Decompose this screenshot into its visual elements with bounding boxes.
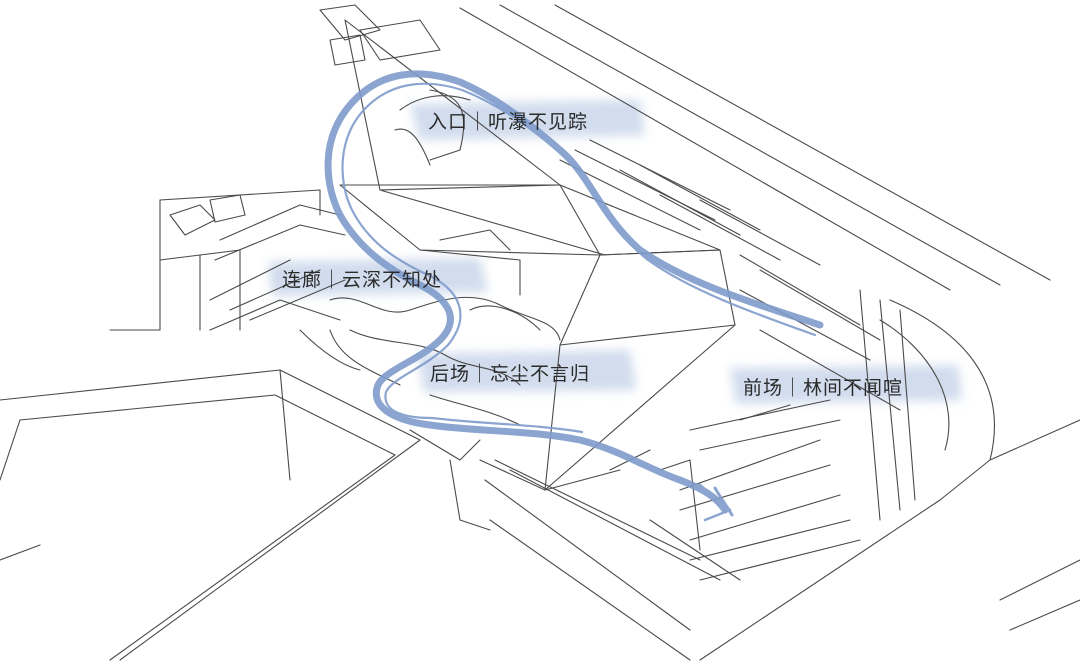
- corridor-label: 连廊｜云深不知处: [282, 265, 442, 292]
- backyard-label: 后场｜忘尘不言归: [430, 359, 590, 386]
- forecourt-label: 前场｜林间不闻喧: [743, 373, 903, 400]
- entrance-label: 入口｜听瀑不见踪: [428, 107, 588, 134]
